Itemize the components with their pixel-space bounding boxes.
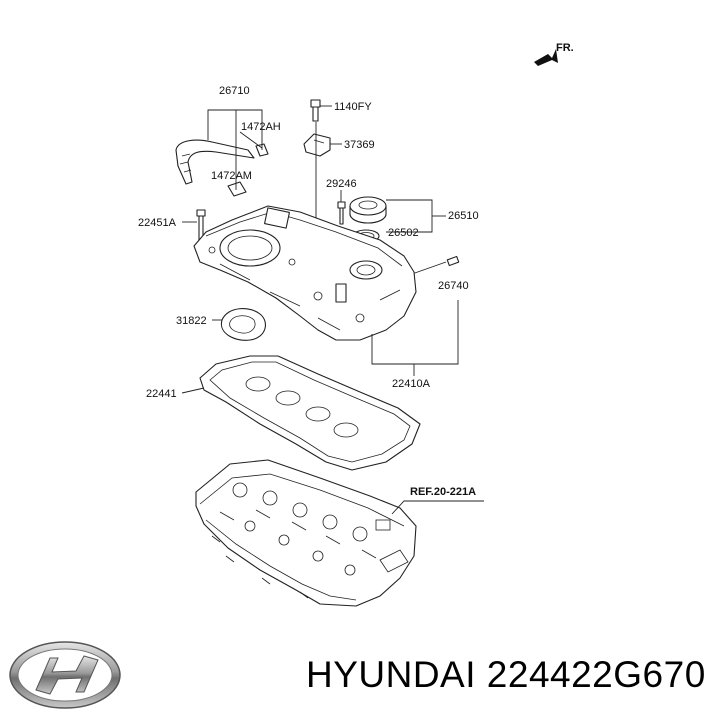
cover-gasket-22441 [199, 355, 421, 471]
label-37369: 37369 [344, 139, 375, 151]
footer: HYUNDAI 224422G670 [0, 632, 720, 720]
label-29246: 29246 [326, 178, 357, 190]
breather-hose-26710 [175, 139, 269, 197]
cylinder-head-assembly [195, 459, 417, 607]
bolt-1140FY [310, 99, 321, 122]
part-number-caption: HYUNDAI 224422G670 [306, 654, 706, 695]
direction-label: FR. [556, 42, 574, 54]
leader-lines-cover [371, 300, 459, 376]
bolt-29246 [337, 201, 346, 225]
label-26510: 26510 [448, 210, 479, 222]
label-26710: 26710 [219, 85, 250, 97]
label-22451A: 22451A [138, 217, 177, 229]
oil-filler-cap-26510 [349, 196, 387, 224]
label-26502: 26502 [388, 227, 419, 239]
label-1472AH: 1472AH [241, 121, 281, 133]
leader-lines-hose [207, 109, 263, 190]
label-1140FY: 1140FY [334, 101, 372, 113]
label-26740: 26740 [438, 280, 469, 292]
label-22441: 22441 [146, 388, 177, 400]
pcv-valve-26740 [446, 255, 460, 267]
label-ref: REF.20-221A [410, 486, 476, 498]
front-direction-arrow-icon [534, 49, 558, 66]
hyundai-logo-icon [9, 641, 121, 709]
bracket-37369 [303, 133, 331, 157]
label-31822: 31822 [176, 315, 207, 327]
label-22410A: 22410A [392, 378, 431, 390]
leader-lines-cap [386, 199, 446, 233]
cylinder-head-cover-22410A [193, 205, 417, 341]
gasket-31822 [220, 308, 266, 341]
label-1472AM: 1472AM [211, 170, 252, 182]
